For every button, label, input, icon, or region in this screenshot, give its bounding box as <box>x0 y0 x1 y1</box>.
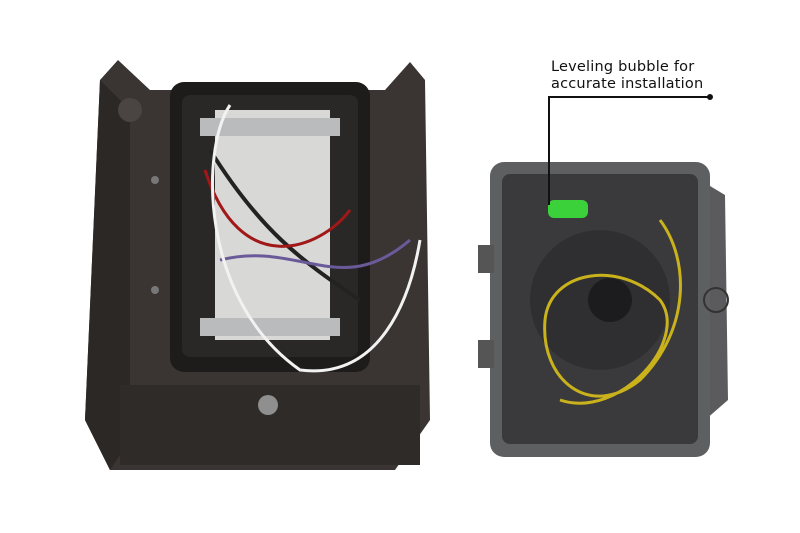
light-fixture-housing <box>85 60 430 470</box>
callout-line-2: accurate installation <box>551 76 704 92</box>
callout-line-1: Leveling bubble for <box>551 59 695 75</box>
callout-leader-line <box>548 94 713 205</box>
leveling-bubble-callout: Leveling bubble for accurate installatio… <box>551 59 703 93</box>
leveling-bubble <box>548 200 588 218</box>
junction-box <box>478 162 729 457</box>
